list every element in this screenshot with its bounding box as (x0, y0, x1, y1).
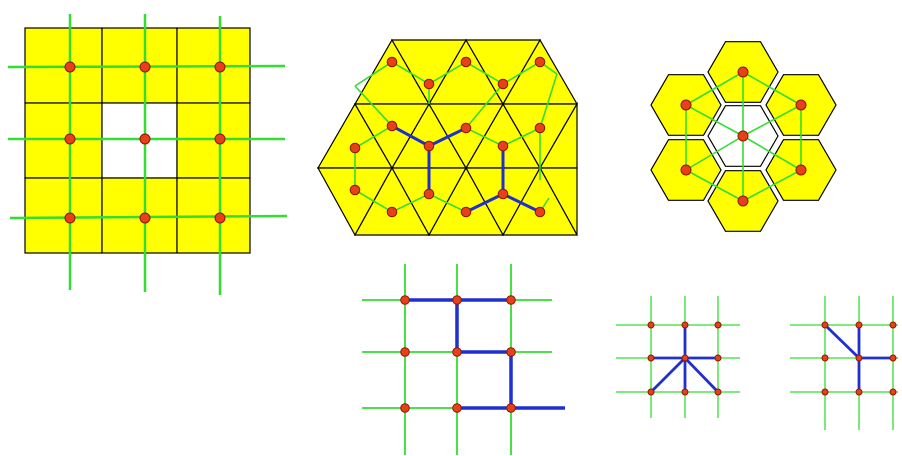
lattice-node (64, 212, 76, 224)
lattice-node (737, 66, 749, 78)
lattice-node (400, 403, 410, 413)
lattice-node (64, 61, 76, 73)
lattice-node (497, 140, 509, 152)
square-grid-path-figure (362, 264, 565, 455)
square-cell (101, 177, 178, 254)
triangle-cell (464, 39, 542, 106)
lattice-node (647, 388, 655, 396)
lattice-node (423, 78, 435, 90)
lattice-node (647, 354, 655, 362)
lattice-node (534, 122, 546, 134)
blue-tree-center-node (423, 140, 435, 152)
lattice-node (400, 295, 410, 305)
lattice-node (681, 354, 689, 362)
hexagon-ring-figure (650, 41, 837, 232)
square-cell (176, 102, 251, 179)
lattice-node (889, 321, 897, 329)
lattice-node (714, 321, 722, 329)
lattice-node (452, 347, 462, 357)
lattice-node (386, 120, 398, 132)
lattice-node (855, 321, 863, 329)
lattice-node (681, 321, 689, 329)
green-bond (742, 71, 802, 106)
lattice-node (855, 388, 863, 396)
lattice-node (423, 188, 435, 200)
center-node (737, 130, 749, 142)
blue-tree-edge (391, 124, 430, 148)
lattice-node (497, 78, 509, 90)
square-grid-star5-figure (616, 296, 740, 418)
lattice-node (460, 56, 472, 68)
lattice-node (386, 56, 398, 68)
green-bond (685, 169, 744, 202)
lattice-node (64, 133, 76, 145)
blue-tree-edge (428, 126, 467, 148)
triangle-cell (390, 39, 468, 106)
lattice-node (737, 195, 749, 207)
blue-tree-edge (502, 192, 541, 214)
lattice-node (214, 133, 226, 145)
green-spoke (685, 135, 744, 171)
blue-tree-edge (465, 192, 504, 214)
square-cell (24, 177, 103, 254)
lattice-node (139, 133, 151, 145)
lattice-node (400, 347, 410, 357)
square-cell (24, 102, 103, 179)
lattice-node (506, 295, 516, 305)
lattice-node (714, 354, 722, 362)
lattice-node (214, 61, 226, 73)
lattice-node (460, 122, 472, 134)
lattice-node (821, 388, 829, 396)
lattice-node (139, 61, 151, 73)
green-spoke (685, 104, 744, 137)
lattice-node (460, 206, 472, 218)
lattice-node (821, 354, 829, 362)
square-lattice-figure (7, 14, 288, 295)
lattice-node (452, 295, 462, 305)
lattice-node (855, 354, 863, 362)
triangular-lattice-figure (316, 38, 579, 237)
lattice-node (647, 321, 655, 329)
blue-star-arm (824, 323, 860, 360)
blue-star-arm (650, 357, 686, 393)
lattice-node (795, 164, 807, 176)
vacant-square-cell (101, 102, 178, 179)
lattice-node (349, 142, 361, 154)
green-bond (742, 169, 802, 202)
blue-star-arm (683, 357, 720, 393)
lattice-node (889, 354, 897, 362)
square-grid-star4-figure (790, 296, 898, 430)
lattice-node (139, 212, 151, 224)
blue-tree-center-node (497, 188, 509, 200)
green-bond (685, 71, 744, 106)
lattice-node (349, 184, 361, 196)
green-spoke (742, 135, 802, 171)
lattice-node (821, 321, 829, 329)
green-spoke (742, 104, 802, 137)
lattice-node (386, 206, 398, 218)
lattice-node (680, 99, 692, 111)
lattice-node (452, 403, 462, 413)
lattice-node (889, 388, 897, 396)
lattice-node (795, 99, 807, 111)
lattice-node (681, 388, 689, 396)
lattice-node (714, 388, 722, 396)
lattice-node (534, 56, 546, 68)
lattice-node (534, 206, 546, 218)
green-bond-path (465, 83, 504, 129)
lattice-node (506, 403, 516, 413)
lattice-node (214, 212, 226, 224)
lattice-node (506, 347, 516, 357)
lattice-node (680, 164, 692, 176)
